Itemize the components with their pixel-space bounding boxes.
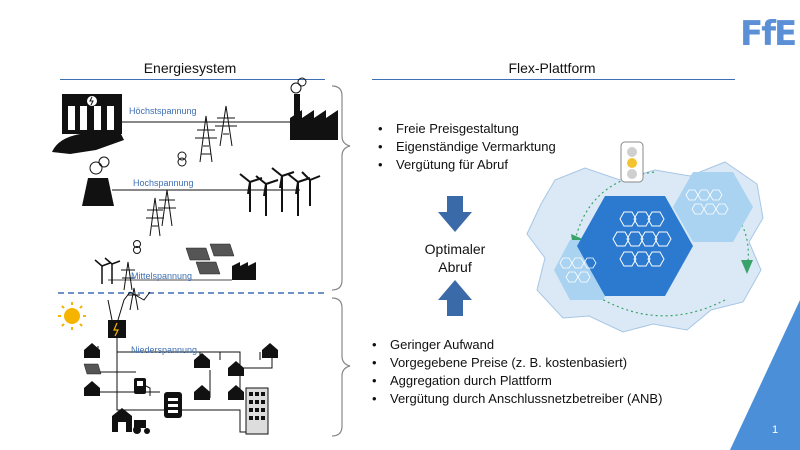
- logo: FfE: [740, 14, 797, 54]
- energy-system-diagram: [52, 77, 351, 437]
- solar-panel-icon: [185, 243, 235, 275]
- wind-turbine-icon: [94, 257, 121, 284]
- list-item: Freie Preisgestaltung: [378, 120, 556, 138]
- solar-panel-icon: [83, 363, 102, 375]
- heading-underline-left: [60, 79, 325, 80]
- list-item: Aggregation durch Plattform: [372, 372, 662, 390]
- transformer-icon: [107, 291, 151, 338]
- transformer-icon: [133, 151, 187, 254]
- center-label: Optimaler Abruf: [405, 240, 505, 276]
- label-mittelspannung: Mittelspannung: [131, 271, 193, 281]
- factory-icon: [232, 262, 256, 280]
- label-hoechstspannung: Höchstspannung: [129, 106, 197, 116]
- heading-flex-plattform: Flex-Plattform: [508, 60, 596, 76]
- wind-turbine-icon: [239, 167, 321, 216]
- label-niederspannung: Niederspannung: [131, 345, 198, 355]
- bottom-bullet-list: Geringer Aufwand Vorgegebene Preise (z. …: [372, 336, 662, 408]
- list-item: Vorgegebene Preise (z. B. kostenbasiert): [372, 354, 662, 372]
- ev-charger-icon: [134, 378, 151, 396]
- heading-energiesystem: Energiesystem: [143, 60, 237, 76]
- list-item: Eigenständige Vermarktung: [378, 138, 556, 156]
- brace-upper: [331, 85, 351, 291]
- corner-triangle: [730, 300, 800, 450]
- top-bullet-list: Freie Preisgestaltung Eigenständige Verm…: [378, 120, 556, 174]
- arrow-up-icon: [438, 280, 472, 316]
- list-item: Vergütung für Abruf: [378, 156, 556, 174]
- office-building-icon: [245, 387, 269, 435]
- sun-icon: [58, 302, 86, 330]
- page-number: 1: [772, 424, 779, 436]
- brace-lower: [331, 297, 351, 437]
- barn-icon: [112, 408, 132, 432]
- heading-underline-right: [372, 79, 735, 80]
- house-icon: [84, 343, 278, 400]
- center-label-line1: Optimaler: [424, 241, 486, 257]
- cooling-tower-icon: [82, 156, 114, 206]
- hydro-plant-icon: [52, 94, 124, 154]
- traffic-light-icon: [620, 141, 644, 183]
- label-hochspannung: Hochspannung: [133, 178, 194, 188]
- flex-platform-graphic: [526, 141, 764, 333]
- arrow-down-icon: [438, 196, 472, 232]
- factory-icon: [290, 77, 338, 140]
- battery-icon: [164, 392, 182, 418]
- tractor-icon: [133, 420, 150, 434]
- center-label-line2: Abruf: [438, 259, 472, 275]
- list-item: Geringer Aufwand: [372, 336, 662, 354]
- list-item: Vergütung durch Anschlussnetzbetreiber (…: [372, 390, 662, 408]
- pylon-icon: [121, 105, 237, 311]
